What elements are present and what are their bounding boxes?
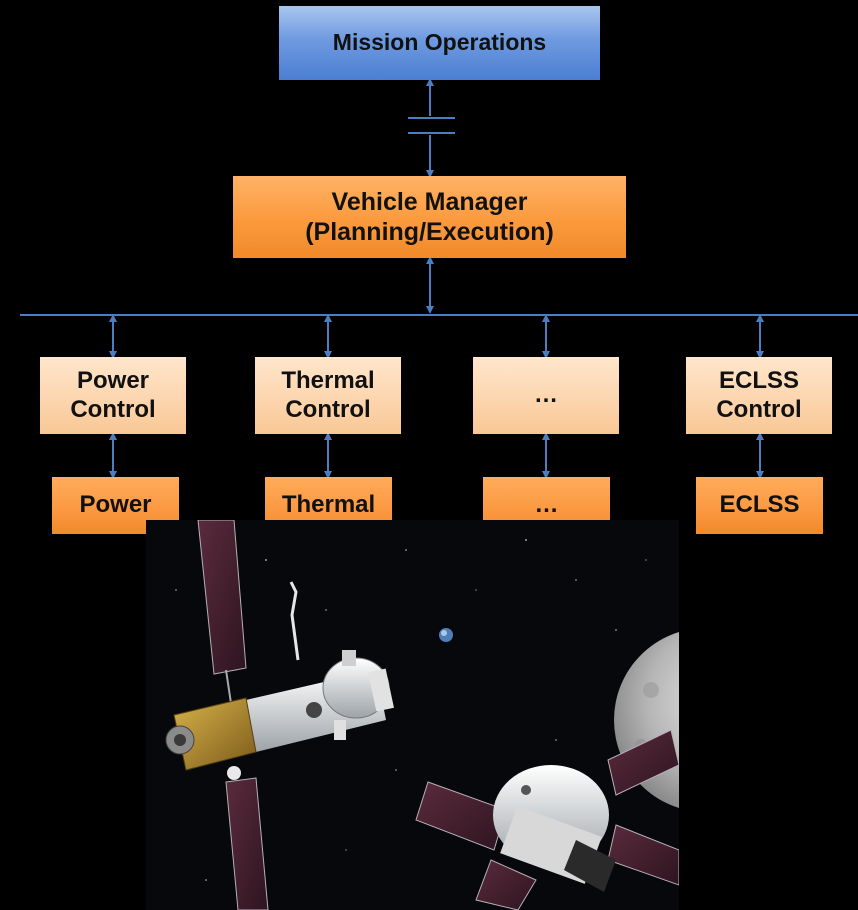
power-control-label: Power Control xyxy=(70,366,156,423)
thermal-control-box: Thermal Control xyxy=(255,357,401,434)
other-subsystem-label: … xyxy=(534,491,559,519)
mission-operations-label: Mission Operations xyxy=(332,29,547,56)
thermal-control-label: Thermal Control xyxy=(281,366,375,423)
power-control-box: Power Control xyxy=(40,357,186,434)
solar-array-upper xyxy=(197,520,247,675)
orion-capsule-icon xyxy=(415,729,679,910)
eclss-control-label: ECLSS Control xyxy=(716,366,802,423)
eclss-control-box: ECLSS Control xyxy=(686,357,832,434)
connector-lines xyxy=(20,78,858,479)
power-subsystem-label: Power xyxy=(79,491,152,519)
other-control-box: … xyxy=(473,357,619,434)
eclss-subsystem-box: ECLSS xyxy=(696,477,823,534)
gateway-illustration xyxy=(146,520,679,910)
vehicle-manager-box: Vehicle Manager (Planning/Execution) xyxy=(233,176,626,258)
eclss-subsystem-label: ECLSS xyxy=(719,491,800,519)
mission-operations-box: Mission Operations xyxy=(279,6,600,80)
other-control-label: … xyxy=(534,381,558,409)
solar-array-lower xyxy=(225,777,269,910)
vehicle-manager-label: Vehicle Manager (Planning/Execution) xyxy=(305,188,554,246)
thermal-subsystem-label: Thermal xyxy=(281,491,376,519)
gateway-station-icon xyxy=(165,650,394,780)
robotic-arm xyxy=(289,581,300,661)
